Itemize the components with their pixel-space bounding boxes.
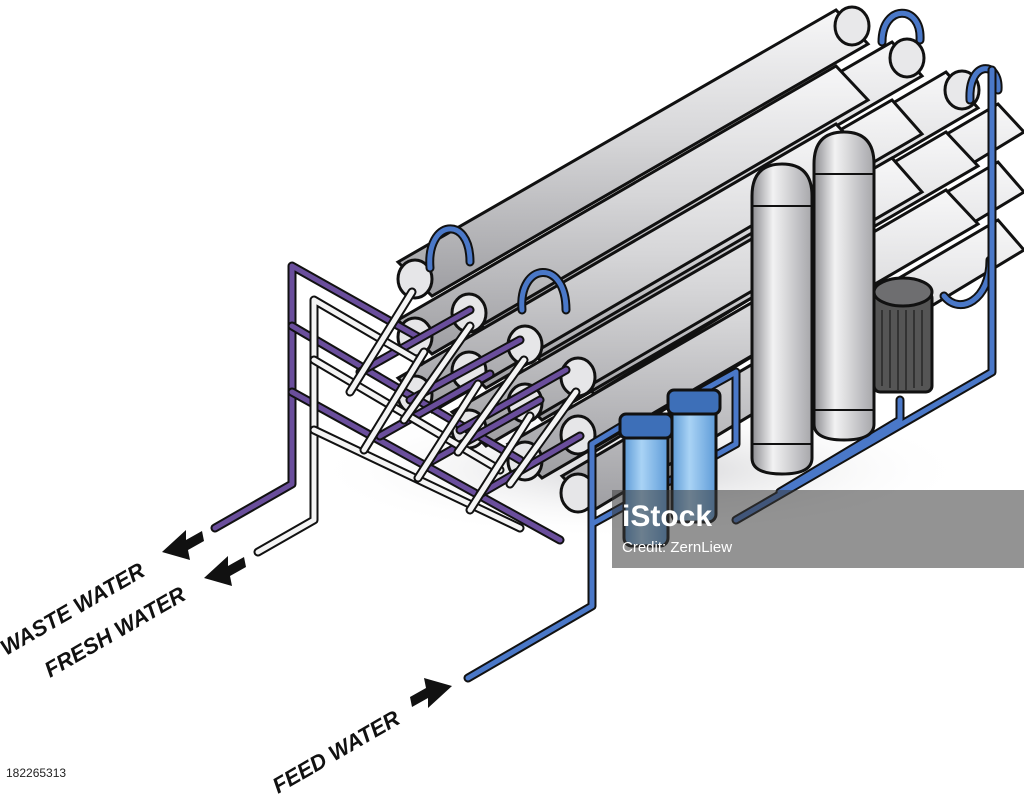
pressure-vessel [750, 162, 814, 476]
watermark-band [612, 490, 1024, 568]
feed-water-line [463, 65, 997, 683]
feed-water-label: FEED WATER [268, 705, 404, 795]
fresh-water-manifold [253, 287, 581, 557]
pressure-vessel [812, 130, 876, 442]
waste-arrow-icon [162, 530, 204, 560]
watermark-credit: Credit: ZernLiew [622, 539, 732, 556]
watermark-brand: iStock [622, 500, 712, 533]
watermark: iStock Credit: ZernLiew [612, 490, 1024, 568]
pump-motor [872, 276, 934, 394]
flow-arrows [162, 530, 452, 708]
fresh-arrow-icon [204, 556, 246, 586]
stock-image-id: 182265313 [6, 766, 67, 780]
feed-arrow-icon [410, 678, 452, 708]
feed-u-bends [425, 8, 1003, 315]
